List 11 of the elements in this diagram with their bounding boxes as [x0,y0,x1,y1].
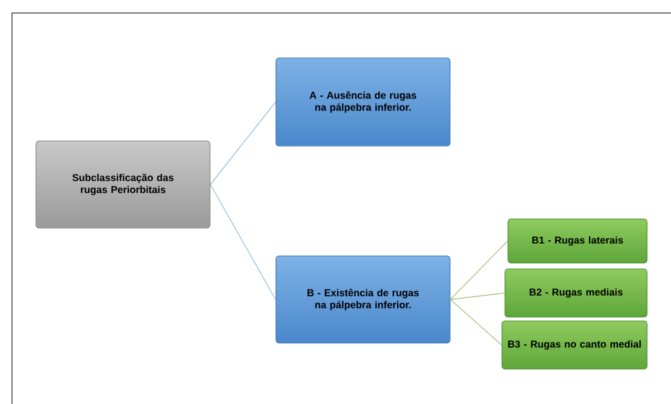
connector-line [210,184,276,300]
connector-line [450,240,508,300]
subcategory-box: B3 - Rugas no canto medial [502,320,648,370]
connector-line [450,292,505,300]
category-box: A - Ausência de rugas na pálpebra inferior. [276,58,450,146]
category-box: B - Existência de rugas na pálpebra inferior. [276,256,450,344]
subcategory-box: B1 - Rugas laterais [508,218,648,264]
connector-line [210,102,276,185]
root-box: Subclassificação das rugas Periorbitais [36,140,210,228]
subcategory-box: B2 - Rugas mediais [504,268,648,318]
connector-line [450,299,502,346]
